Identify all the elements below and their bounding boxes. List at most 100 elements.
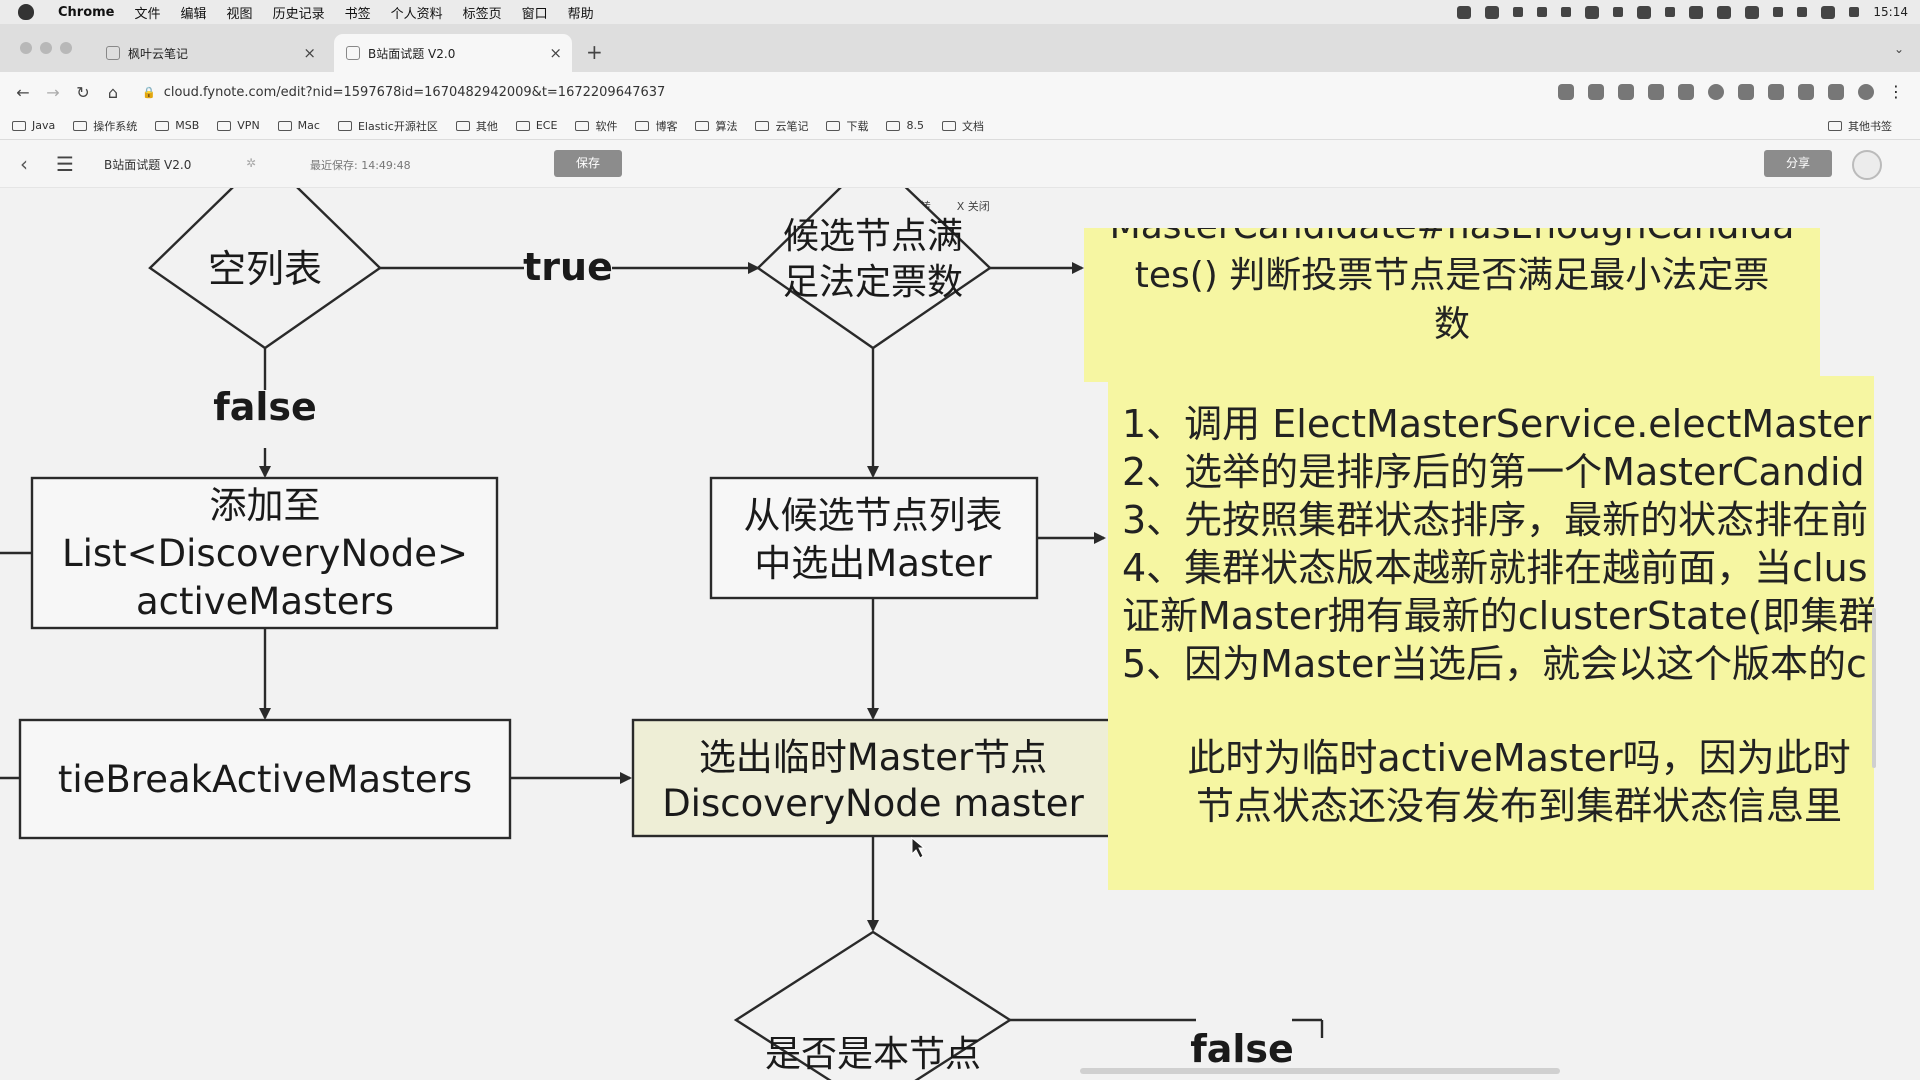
hamburger-menu-icon[interactable]: ☰	[56, 152, 74, 176]
window-close-button[interactable]	[20, 42, 32, 54]
globe-icon	[826, 120, 841, 131]
kebab-menu-icon[interactable]: ⋮	[1888, 82, 1904, 101]
pen-icon[interactable]	[1537, 7, 1548, 17]
tray-app-icon[interactable]	[1665, 7, 1676, 17]
bookmark-java[interactable]: Java	[12, 119, 55, 132]
bookmark-msb[interactable]: MSB	[155, 119, 199, 132]
label-true: true	[523, 245, 613, 289]
menu-window[interactable]: 窗口	[521, 6, 548, 22]
menu-profiles[interactable]: 个人资料	[390, 6, 443, 22]
window-minimize-button[interactable]	[40, 42, 52, 54]
document-title[interactable]: B站面试题 V2.0	[104, 158, 192, 172]
bookmark-os[interactable]: 操作系统	[73, 118, 137, 134]
search-icon[interactable]	[1613, 7, 1624, 17]
battery-icon[interactable]	[1637, 5, 1652, 19]
close-tab-icon[interactable]: ×	[303, 44, 316, 62]
extension-icon[interactable]	[1768, 83, 1784, 100]
tab-fynote[interactable]: 枫叶云笔记 ×	[94, 34, 326, 72]
tray-app-icon[interactable]	[1745, 5, 1760, 19]
wechat-icon[interactable]	[1485, 5, 1500, 19]
menu-view[interactable]: 视图	[226, 6, 253, 22]
close-button[interactable]: X 关闭	[956, 200, 990, 213]
share-icon[interactable]	[1558, 83, 1574, 100]
extension-icon[interactable]	[1618, 83, 1634, 100]
bookmark-download[interactable]: 下载	[826, 118, 868, 134]
bookmark-mac[interactable]: Mac	[277, 119, 320, 132]
window-zoom-button[interactable]	[60, 42, 72, 54]
new-tab-button[interactable]: +	[586, 40, 603, 64]
globe-icon	[886, 120, 901, 131]
close-tab-icon[interactable]: ×	[549, 44, 562, 62]
extension-icon[interactable]	[1648, 83, 1664, 100]
bookmark-cloudnote[interactable]: 云笔记	[755, 118, 808, 134]
bookmarks-bar: Java 操作系统 MSB VPN Mac Elastic开源社区 其他 ECE…	[0, 112, 1920, 140]
apple-icon[interactable]	[18, 4, 34, 20]
user-avatar[interactable]	[1852, 150, 1882, 180]
toolbar-extensions: ⋮	[1558, 82, 1904, 101]
box-tiebreak-active-masters[interactable]	[18, 718, 512, 840]
folder-icon	[635, 120, 650, 131]
tray-app-icon[interactable]	[1717, 5, 1732, 19]
bookmark-ece[interactable]: ECE	[515, 119, 557, 132]
extension-icon[interactable]	[1738, 83, 1754, 100]
menu-file[interactable]: 文件	[134, 6, 161, 22]
home-icon[interactable]: ⌂	[107, 82, 119, 102]
address-bar[interactable]: cloud.fynote.com/edit?nid=1597678id=1670…	[163, 84, 666, 100]
menubar-clock[interactable]: 15:14	[1873, 5, 1908, 19]
decision-is-local-node[interactable]	[733, 930, 1013, 1080]
bookmark-other[interactable]: 其他	[455, 118, 498, 134]
bookmark-8-5[interactable]: 8.5	[886, 119, 924, 132]
sidebar-icon[interactable]	[1828, 83, 1844, 100]
reload-icon[interactable]: ↻	[76, 82, 90, 102]
tab-search-icon[interactable]: ⌄	[1893, 42, 1904, 56]
note-temp-active-master[interactable]: 此时为临时activeMaster吗，因为此时 节点状态还没有发布到集群状态信息…	[1164, 718, 1874, 866]
box-temp-master[interactable]	[631, 718, 1117, 838]
menu-help[interactable]: 帮助	[567, 6, 594, 22]
settings-icon[interactable]: ✲	[246, 156, 257, 170]
label-select-1: 从候选节点列表	[744, 494, 1003, 537]
back-icon[interactable]: ←	[16, 82, 30, 102]
menu-history[interactable]: 历史记录	[272, 6, 325, 22]
menu-app-chrome[interactable]: Chrome	[58, 4, 115, 20]
bookmark-docs[interactable]: 文档	[941, 118, 984, 134]
flowchart: 空列表 true 候选节点满 足法定票数 false 添加至 List<Disc…	[0, 188, 1324, 1080]
other-bookmarks[interactable]: 其他书签	[1828, 112, 1892, 140]
extension-icon[interactable]	[1678, 83, 1694, 100]
star-icon[interactable]	[1588, 83, 1604, 100]
vertical-scrollbar[interactable]	[1872, 608, 1876, 768]
bookmark-vpn[interactable]: VPN	[217, 119, 260, 132]
lock-icon[interactable]: 🔒	[142, 85, 156, 99]
control-center-icon[interactable]	[1821, 5, 1836, 19]
folder-icon	[941, 120, 956, 131]
mindmap-canvas[interactable]: ↷ 旋转 X 关闭	[0, 188, 1920, 1080]
mouse-cursor-icon	[911, 836, 926, 859]
profile-avatar-icon[interactable]	[1858, 83, 1874, 100]
status-tray: 15:14	[1457, 0, 1908, 24]
share-button[interactable]: 分享	[1764, 150, 1832, 177]
clock-icon[interactable]	[1849, 7, 1860, 17]
tray-app-icon[interactable]	[1585, 5, 1600, 19]
tray-app-icon[interactable]	[1561, 7, 1572, 17]
puzzle-icon[interactable]	[1798, 83, 1814, 100]
tray-app-icon[interactable]	[1513, 7, 1524, 17]
bluetooth-icon[interactable]	[1773, 7, 1784, 17]
wifi-icon[interactable]	[1797, 7, 1808, 17]
horizontal-scrollbar[interactable]	[1080, 1068, 1560, 1074]
bookmark-elastic[interactable]: Elastic开源社区	[337, 118, 438, 134]
label-temp-master-2: DiscoveryNode master	[662, 782, 1084, 825]
bookmark-blog[interactable]: 博客	[635, 118, 677, 134]
bookmark-algorithm[interactable]: 算法	[695, 118, 737, 134]
menu-bookmarks[interactable]: 书签	[344, 6, 371, 22]
note-has-enough-candidates[interactable]: MasterCandidate#hasEnoughCandida tes() 判…	[1084, 228, 1820, 382]
forward-icon[interactable]: →	[46, 82, 60, 102]
menu-tab[interactable]: 标签页	[462, 6, 502, 22]
save-button[interactable]: 保存	[554, 150, 622, 177]
extension-icon[interactable]	[1708, 83, 1724, 100]
menu-edit[interactable]: 编辑	[180, 6, 207, 22]
tray-app-icon[interactable]	[1457, 5, 1472, 19]
screen-record-icon[interactable]	[1689, 5, 1704, 19]
back-chevron-icon[interactable]: ‹	[20, 152, 28, 176]
tab-active-doc[interactable]: B站面试题 V2.0 ×	[334, 34, 572, 72]
box-add-active-masters[interactable]	[30, 476, 499, 630]
bookmark-software[interactable]: 软件	[575, 118, 617, 134]
